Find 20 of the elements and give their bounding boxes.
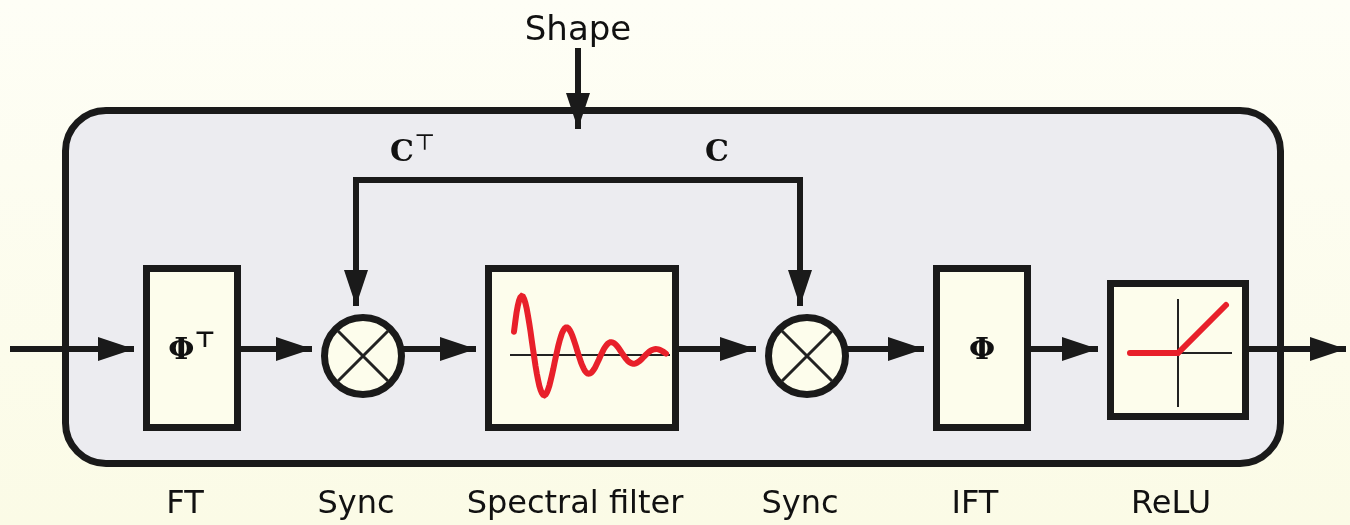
block-caption: Sync xyxy=(317,482,395,523)
block-caption: IFT xyxy=(951,482,999,523)
block-caption: Spectral filter xyxy=(466,482,684,523)
process-box xyxy=(143,265,241,431)
arrow xyxy=(10,337,134,361)
edge-label: C$^{⊤}$ xyxy=(390,128,436,170)
plot-box xyxy=(1107,280,1249,420)
block-caption: FT xyxy=(166,482,204,523)
arrow xyxy=(578,177,812,306)
block-caption: ReLU xyxy=(1130,482,1212,523)
plot-box xyxy=(485,265,679,431)
input-label: Shape xyxy=(520,8,636,48)
process-box xyxy=(933,265,1031,431)
block-container xyxy=(62,107,1284,467)
arrow xyxy=(344,177,578,306)
matrix-symbol: Φ$^{⊤}$ xyxy=(168,325,216,368)
arrow xyxy=(566,48,590,129)
block-caption: Sync xyxy=(761,482,839,523)
matrix-symbol: Φ xyxy=(968,329,996,368)
edge-label: C xyxy=(705,132,729,170)
